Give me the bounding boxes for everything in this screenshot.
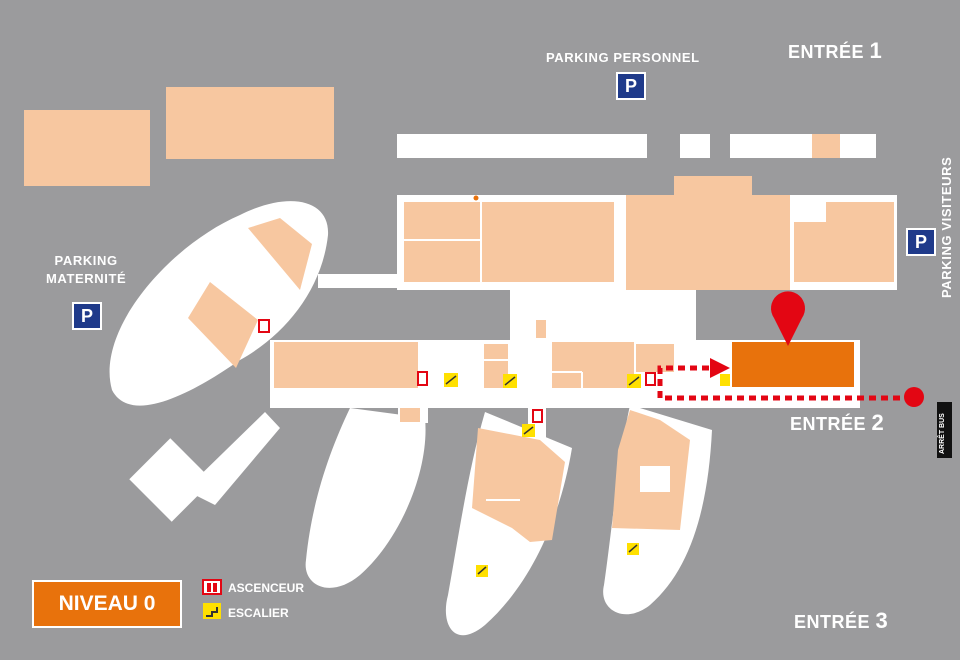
courtyard (640, 466, 670, 492)
dotted-route-arrow (657, 358, 924, 407)
location-pin-icon (771, 291, 806, 346)
stairs-icon (503, 374, 517, 388)
buildings (24, 87, 894, 542)
stairs-icon (476, 565, 488, 577)
bus-stop-label: ARRÊT BUS (939, 413, 946, 454)
stairs-icons (444, 373, 730, 577)
elevator-icon (532, 409, 543, 423)
stairs-icon (720, 374, 730, 386)
parking-personnel-icon: P (616, 72, 646, 100)
parking-maternite-line2: MATERNITÉ (46, 271, 127, 286)
elevator-icons (258, 319, 656, 423)
parking-maternite-icon: P (72, 302, 102, 330)
entrance-2-label: ENTRÉE 2 (790, 410, 884, 436)
parking-visiteurs-icon: P (906, 228, 936, 256)
legend-stairs-label: ESCALIER (228, 606, 289, 620)
entrance-3-label: ENTRÉE 3 (794, 608, 888, 634)
entrance-3-number: 3 (875, 608, 889, 633)
entrance-1-word: ENTRÉE (788, 42, 865, 62)
elevator-icon (417, 371, 428, 386)
parking-maternite-label: PARKING MATERNITÉ (46, 252, 126, 288)
stairs-icon (627, 543, 639, 555)
stairs-icon (444, 373, 458, 387)
stairs-icon (627, 374, 641, 388)
legend-elevator-label: ASCENCEUR (228, 581, 305, 595)
entrance-1-label: ENTRÉE 1 (788, 38, 882, 64)
parking-maternite-line1: PARKING (54, 253, 118, 268)
stairs-icon (522, 424, 535, 437)
entrance-2-word: ENTRÉE (790, 414, 867, 434)
parking-personnel-label: PARKING PERSONNEL (546, 50, 700, 65)
elevator-icon (202, 579, 222, 595)
entrance-1-number: 1 (869, 38, 883, 63)
interior-walls (404, 239, 583, 501)
destination-building (732, 342, 854, 387)
marker-dot (473, 195, 479, 201)
stairs-icon (203, 603, 221, 619)
entrance-2-number: 2 (871, 410, 885, 435)
parking-visiteurs-label: PARKING VISITEURS (939, 156, 954, 298)
level-badge: NIVEAU 0 (32, 580, 182, 628)
entrance-3-word: ENTRÉE (794, 612, 871, 632)
bus-stop-sign: ARRÊT BUS (937, 402, 952, 458)
start-point (904, 387, 924, 407)
elevator-icon (645, 372, 656, 386)
elevator-icon (258, 319, 270, 333)
